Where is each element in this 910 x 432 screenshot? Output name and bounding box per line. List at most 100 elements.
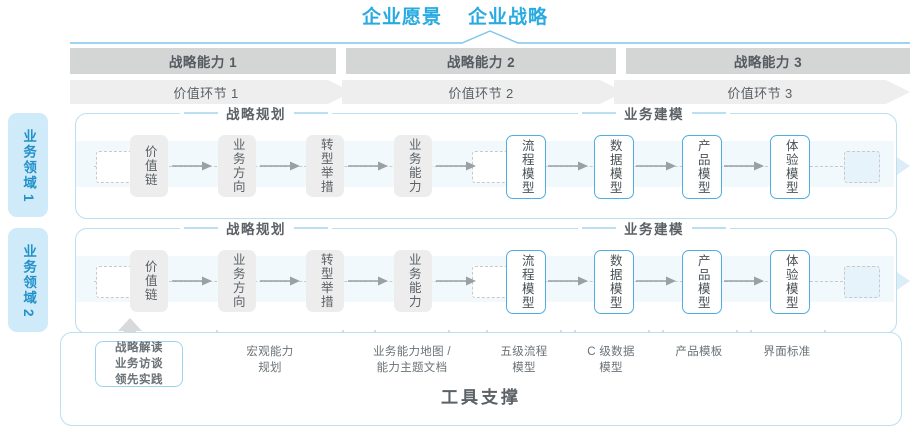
tool-label-process-model-line-2: 模型 <box>512 361 536 374</box>
row-1-section-planning: 战略规划 <box>180 105 332 122</box>
row-1-node-business-capability[interactable]: 业务能力 <box>394 135 432 197</box>
tool-label-process-model: 五级流程 模型 <box>478 345 570 376</box>
row-1-connector-1 <box>172 161 212 171</box>
capability-cell-3: 战略能力 3 <box>626 48 910 74</box>
row-1-modeling-line-right <box>692 112 726 114</box>
row-1-planning-line-right <box>294 112 328 114</box>
domain-tab-1[interactable]: 业务领域 1 <box>8 113 48 217</box>
tool-label-data-model-line-2: 模型 <box>599 361 623 374</box>
tool-label-ui-standard-line-1: 界面标准 <box>763 346 811 358</box>
tool-label-data-model-line-1: C 级数据 <box>587 346 635 358</box>
row-2-planning-label: 战略规划 <box>226 222 286 237</box>
row-2-node-process-model[interactable]: 流程模型 <box>506 250 546 314</box>
row-2-node-business-capability-label: 业务能力 <box>406 253 421 309</box>
domain-tab-2-label: 业务领域 <box>21 243 37 306</box>
tool-highlight-line-2: 业务访谈 <box>115 357 163 370</box>
row-2-node-business-direction-label: 业务方向 <box>230 253 245 309</box>
vision-title-row: 企业愿景 企业战略 <box>0 4 910 30</box>
row-2-node-transformation[interactable]: 转型举措 <box>306 250 344 312</box>
row-2-connector-2 <box>260 276 300 286</box>
row-1-planning-line-left <box>184 112 218 114</box>
row-1-connector-4 <box>436 161 476 171</box>
row-1-connector-2 <box>260 161 300 171</box>
row-1-planning-label: 战略规划 <box>226 107 286 122</box>
row-1-connector-7 <box>724 161 764 171</box>
row-1-node-data-model-label: 数据模型 <box>607 139 622 195</box>
row-1-node-process-model[interactable]: 流程模型 <box>506 135 546 199</box>
row-2-connector-5 <box>548 276 588 286</box>
row-2-connector-6 <box>636 276 676 286</box>
row-2-section-modeling: 业务建模 <box>578 220 730 237</box>
row-2-connector-7 <box>724 276 764 286</box>
tool-label-macro-capability-line-2: 规划 <box>258 361 282 374</box>
row-1-node-product-model[interactable]: 产品模型 <box>682 135 722 199</box>
row-1-start-placeholder <box>96 151 134 183</box>
row-1-node-value-chain-label: 价值链 <box>142 145 157 187</box>
row-2-node-product-model-label: 产品模型 <box>695 254 710 310</box>
domain-tab-2[interactable]: 业务领域 2 <box>8 228 48 332</box>
row-2-modeling-line-left <box>582 227 616 229</box>
row-1-connector-6 <box>636 161 676 171</box>
row-1-node-data-model[interactable]: 数据模型 <box>594 135 634 199</box>
tool-label-macro-capability-line-1: 宏观能力 <box>246 346 294 358</box>
tool-label-data-model: C 级数据 模型 <box>568 345 654 376</box>
row-2-end-placeholder <box>844 266 880 298</box>
tool-highlight-line-3: 领先实践 <box>115 374 163 387</box>
row-1-connector-5 <box>548 161 588 171</box>
row-panel-2: 价值链 业务方向 转型举措 业务能力 流程模型 数据模型 产品模型 体验模型 <box>75 228 897 334</box>
row-2-connector-3 <box>348 276 388 286</box>
tool-label-macro-capability: 宏观能力 规划 <box>220 345 320 376</box>
tool-support-panel: 工具支撑 <box>60 332 902 426</box>
row-2-node-business-direction[interactable]: 业务方向 <box>218 250 256 312</box>
domain-tab-2-inner: 业务领域 2 <box>21 243 37 317</box>
row-2-node-data-model[interactable]: 数据模型 <box>594 250 634 314</box>
capability-label-3: 战略能力 3 <box>733 55 803 70</box>
tool-highlight-line-1: 战略解读 <box>115 341 163 354</box>
row-1-node-transformation-label: 转型举措 <box>318 138 333 194</box>
row-1-modeling-label: 业务建模 <box>624 107 684 122</box>
row-2-planning-line-right <box>294 227 328 229</box>
row-2-node-data-model-label: 数据模型 <box>607 254 622 310</box>
capability-label-2: 战略能力 2 <box>446 55 516 70</box>
tool-highlight-box-text: 战略解读 业务访谈 领先实践 <box>115 340 163 388</box>
row-1-modeling-line-left <box>582 112 616 114</box>
domain-tab-1-label: 业务领域 <box>21 128 37 191</box>
tool-label-capability-map-line-2: 能力主题文档 <box>376 361 448 374</box>
tool-label-capability-map: 业务能力地图 / 能力主题文档 <box>350 345 474 376</box>
row-1-node-experience-model-label: 体验模型 <box>783 139 798 195</box>
row-1-node-value-chain[interactable]: 价值链 <box>130 135 168 197</box>
row-2-node-transformation-label: 转型举措 <box>318 253 333 309</box>
row-1-node-experience-model[interactable]: 体验模型 <box>770 135 810 199</box>
row-2-modeling-label: 业务建模 <box>624 222 684 237</box>
row-1-node-transformation[interactable]: 转型举措 <box>306 135 344 197</box>
domain-tab-2-number: 2 <box>21 308 37 317</box>
enterprise-vision-title: 企业愿景 <box>361 6 442 28</box>
capability-label-1: 战略能力 1 <box>168 55 238 70</box>
tool-label-product-template-line-1: 产品模板 <box>675 346 723 358</box>
tool-label-capability-map-line-1: 业务能力地图 / <box>373 346 451 358</box>
domain-tab-1-inner: 业务领域 1 <box>21 128 37 202</box>
row-2-node-experience-model[interactable]: 体验模型 <box>770 250 810 314</box>
row-2-section-planning: 战略规划 <box>180 220 332 237</box>
vision-connector-line <box>70 30 910 44</box>
row-2-node-experience-model-label: 体验模型 <box>783 254 798 310</box>
row-1-section-modeling: 业务建模 <box>578 105 730 122</box>
row-1-node-process-model-label: 流程模型 <box>519 139 534 195</box>
row-2-node-product-model[interactable]: 产品模型 <box>682 250 722 314</box>
row-2-node-value-chain[interactable]: 价值链 <box>130 250 168 312</box>
row-panel-1: 价值链 业务方向 转型举措 业务能力 流程模型 数据模型 产品模型 体验模型 <box>75 113 897 219</box>
row-1-node-business-direction[interactable]: 业务方向 <box>218 135 256 197</box>
row-1-end-placeholder <box>844 151 880 183</box>
capability-cell-2: 战略能力 2 <box>346 48 616 74</box>
row-2-start-placeholder <box>96 266 134 298</box>
tool-label-product-template: 产品模板 <box>656 345 742 361</box>
row-2-modeling-line-right <box>692 227 726 229</box>
enterprise-strategy-title: 企业战略 <box>468 6 549 28</box>
row-1-node-business-direction-label: 业务方向 <box>230 138 245 194</box>
row-2-node-business-capability[interactable]: 业务能力 <box>394 250 432 312</box>
domain-tab-1-number: 1 <box>21 193 37 202</box>
row-2-connector-4 <box>436 276 476 286</box>
tool-label-process-model-line-1: 五级流程 <box>500 346 548 358</box>
tool-highlight-box[interactable]: 战略解读 业务访谈 领先实践 <box>95 341 183 387</box>
tool-label-ui-standard: 界面标准 <box>744 345 830 361</box>
